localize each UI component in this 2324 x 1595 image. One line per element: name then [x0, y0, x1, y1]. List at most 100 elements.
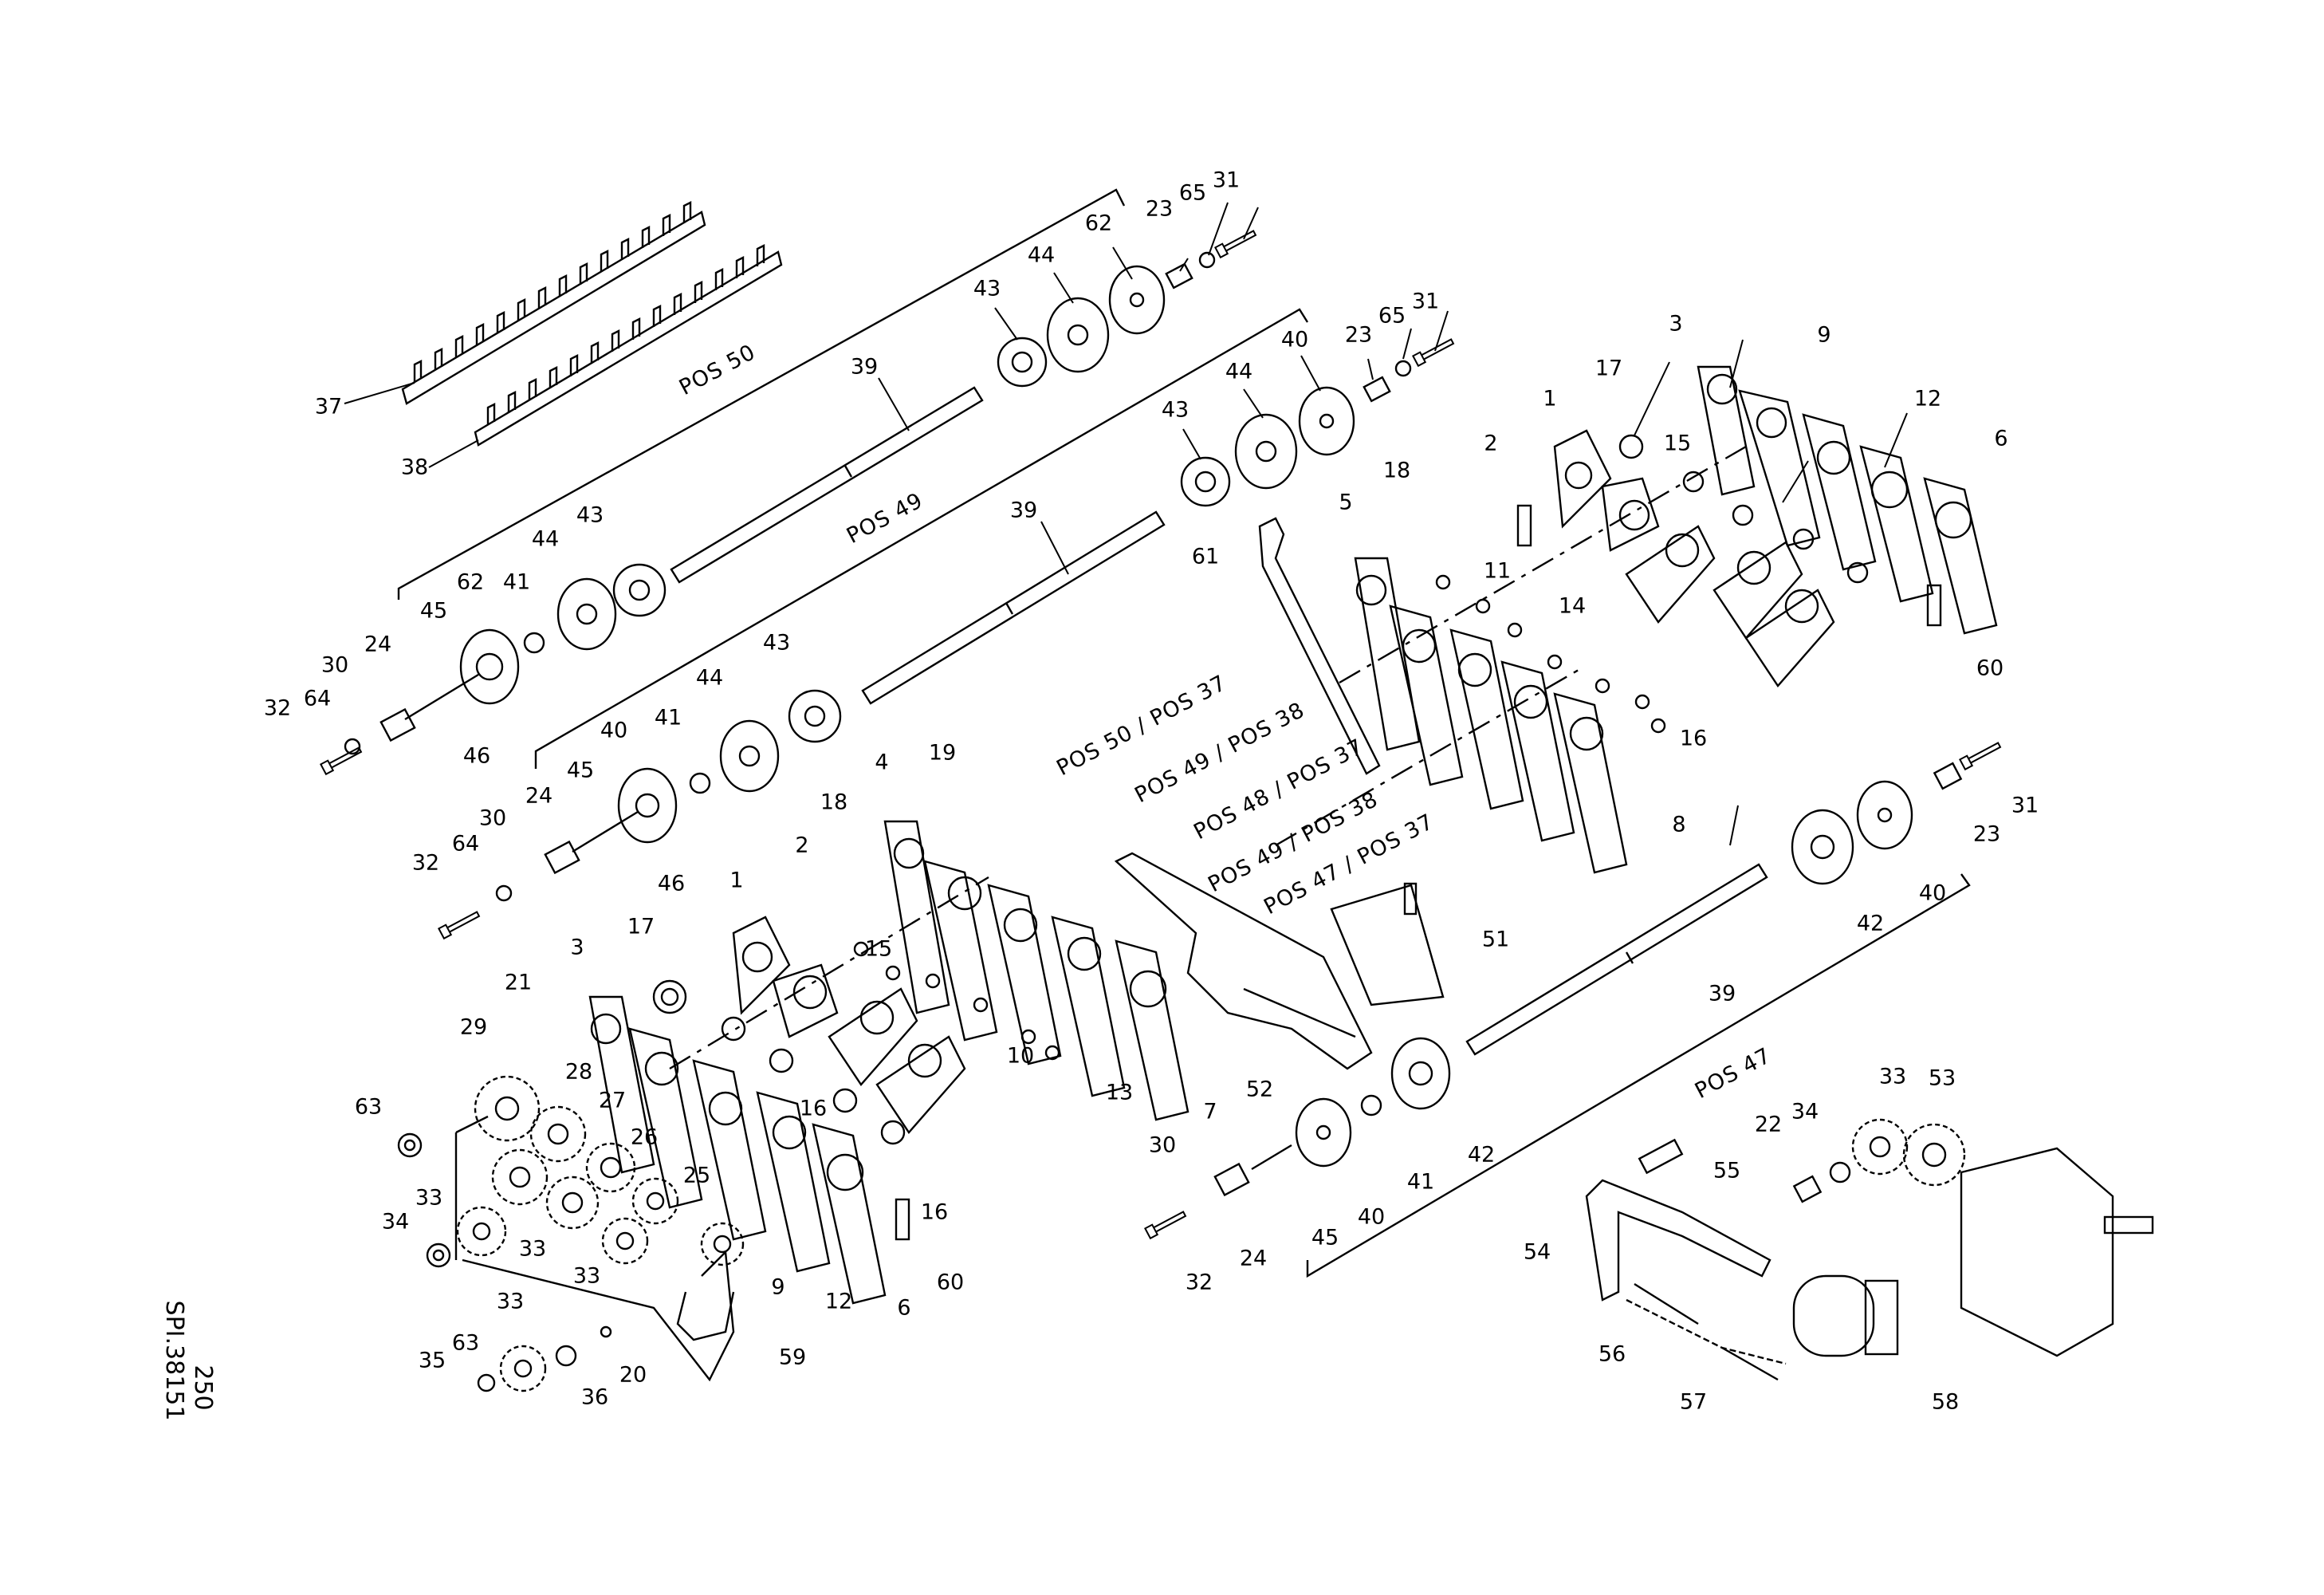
callout-11: 11 — [1483, 558, 1512, 584]
callout-31-lower: 31 — [2011, 793, 2039, 818]
callout-24-lower: 24 — [1239, 1246, 1268, 1271]
callout-44-middle-right: 44 — [1225, 359, 1253, 384]
callout-65-upper: 65 — [1178, 180, 1207, 206]
callout-60-upper: 60 — [1976, 656, 2004, 681]
callout-2-lower: 2 — [795, 833, 809, 858]
axle-45-middle — [572, 810, 639, 853]
comb-bar-38 — [474, 244, 783, 447]
bolt-31-upper — [1214, 226, 1259, 258]
disc-62-upper-left — [459, 628, 520, 705]
sprocket-cluster-left — [397, 1075, 745, 1392]
callout-63-lower: 63 — [451, 1330, 480, 1356]
pos47-bracket — [1306, 873, 1971, 1278]
callout-15-lower: 15 — [864, 936, 893, 962]
callout-44-upper-left: 44 — [531, 526, 560, 552]
callout-33-a: 33 — [415, 1185, 443, 1211]
callout-2-upper: 2 — [1484, 431, 1498, 456]
callout-6-lower: 6 — [897, 1295, 911, 1321]
callout-34-left: 34 — [381, 1209, 410, 1235]
callout-45-lower: 45 — [1311, 1225, 1339, 1250]
disc-62-upper-right — [1108, 265, 1166, 335]
axle-45-upper — [404, 673, 479, 721]
callout-37: 37 — [314, 394, 343, 419]
washer-65-middle — [1394, 360, 1412, 377]
pos49-bracket — [534, 308, 1309, 769]
callout-62-upper: 62 — [1084, 211, 1113, 236]
shaft-39-upper — [670, 386, 984, 584]
callout-42-lower-left: 42 — [1467, 1142, 1496, 1168]
sprocket-43-upper-left — [612, 563, 667, 617]
callout-30-middle: 30 — [478, 805, 507, 831]
callout-41-lower: 41 — [1406, 1169, 1435, 1195]
disc-44-middle-right — [1234, 413, 1298, 490]
callout-20: 20 — [619, 1362, 647, 1388]
bushing-23-middle — [1363, 376, 1391, 403]
callout-51: 51 — [1481, 927, 1510, 952]
callout-4: 4 — [875, 750, 889, 775]
washer-64-upper — [344, 738, 361, 755]
washer-65-upper — [1198, 251, 1216, 269]
sheet-number: 250 — [189, 1365, 217, 1411]
callout-40-middle-left: 40 — [600, 718, 628, 743]
bracket-stack-left — [588, 995, 910, 1305]
callout-36: 36 — [580, 1384, 609, 1410]
callout-12-upper: 12 — [1913, 386, 1942, 412]
callout-23-lower: 23 — [1972, 821, 2001, 847]
callout-35: 35 — [418, 1348, 446, 1373]
callout-15-upper: 15 — [1663, 431, 1692, 456]
washer-41-middle — [689, 772, 711, 794]
callout-65-middle: 65 — [1378, 303, 1406, 329]
bolt-31-lower — [1959, 738, 2004, 770]
callout-38: 38 — [400, 455, 429, 480]
callout-31-middle: 31 — [1411, 289, 1440, 314]
bushing-23-lower — [1933, 762, 1963, 790]
callout-43-middle-right: 43 — [1161, 397, 1190, 423]
callout-33-c: 33 — [572, 1263, 601, 1289]
callout-16-upper: 16 — [1679, 726, 1708, 751]
callout-44-middle-left: 44 — [695, 665, 724, 691]
callout-28: 28 — [564, 1059, 593, 1085]
disc-44-middle-left — [719, 719, 780, 793]
callout-43-upper-left: 43 — [576, 502, 604, 528]
plate-stack-lower — [652, 820, 1190, 1145]
callout-33-d: 33 — [496, 1289, 525, 1314]
callout-9-lower: 9 — [771, 1274, 785, 1300]
callout-33-b: 33 — [518, 1236, 547, 1262]
callout-46-upper: 46 — [462, 743, 491, 769]
callout-24-upper: 24 — [364, 632, 392, 657]
sprocket-43-middle-right — [1180, 456, 1231, 507]
callout-17-upper: 17 — [1595, 356, 1623, 381]
hub-24-upper — [379, 707, 416, 742]
plate-51 — [1330, 884, 1445, 1006]
callout-1-upper: 1 — [1543, 386, 1557, 412]
callout-64-middle: 64 — [451, 831, 480, 857]
callout-58: 58 — [1931, 1389, 1960, 1415]
callout-23-upper: 23 — [1145, 196, 1174, 222]
comb-bar-37 — [401, 201, 706, 405]
shaft-39-lower — [1465, 863, 1768, 1056]
bolt-31-middle — [1412, 335, 1457, 367]
washer-64-middle — [495, 884, 513, 902]
disc-42-lower-right — [1791, 809, 1854, 885]
callout-14: 14 — [1558, 593, 1587, 619]
callout-5: 5 — [1339, 490, 1353, 515]
callout-54: 54 — [1523, 1239, 1551, 1265]
callout-17-lower: 17 — [627, 914, 655, 939]
callout-19: 19 — [928, 740, 957, 766]
shaft-39-middle — [861, 510, 1166, 705]
bolt-32-middle — [438, 908, 482, 939]
callout-25: 25 — [682, 1163, 711, 1188]
callout-12-lower: 12 — [824, 1289, 853, 1314]
disc-40-middle-left — [617, 767, 678, 844]
callout-16-lower-a: 16 — [799, 1096, 828, 1121]
callout-32-middle: 32 — [411, 850, 440, 876]
callout-22: 22 — [1754, 1112, 1783, 1137]
callout-52: 52 — [1245, 1077, 1274, 1102]
callout-40-lower-left: 40 — [1357, 1204, 1386, 1230]
callout-57: 57 — [1679, 1389, 1708, 1415]
bolt-32-upper — [320, 743, 364, 775]
callout-1-lower: 1 — [729, 868, 744, 893]
plate-stack-upper — [1516, 365, 1998, 687]
callout-23-middle: 23 — [1344, 322, 1373, 348]
callout-3-lower: 3 — [570, 935, 584, 960]
